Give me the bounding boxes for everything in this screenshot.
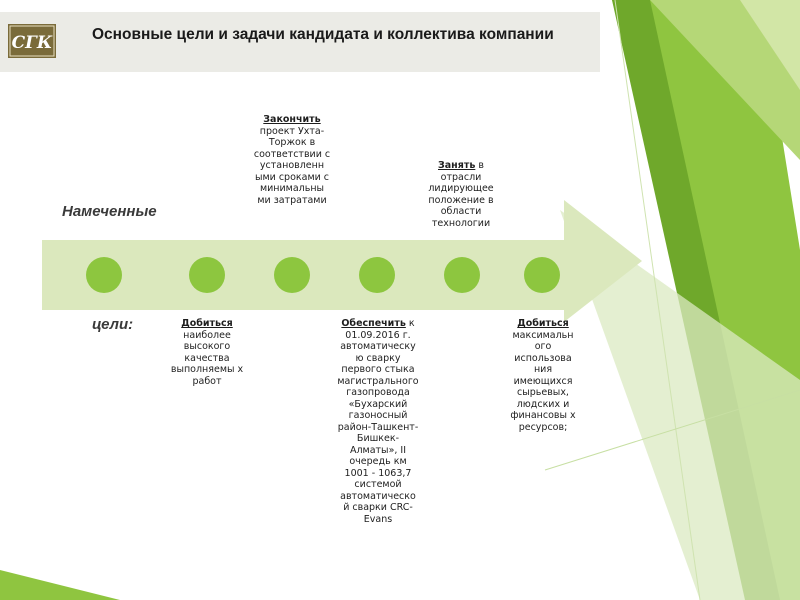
goal-verb: Добиться — [181, 318, 233, 329]
timeline-dot — [524, 257, 560, 293]
goal-text-1: Добиться наиболее высокого качества выпо… — [170, 318, 244, 387]
timeline-dot — [274, 257, 310, 293]
timeline-dot — [359, 257, 395, 293]
svg-text:СГК: СГК — [12, 33, 53, 53]
timeline-label-top: Намеченные — [62, 203, 157, 220]
goal-body: наиболее высокого качества выполняемы х … — [171, 330, 243, 387]
goal-text-4: Занять в отрасли лидирующее положение в … — [425, 160, 497, 229]
page-title: Основные цели и задачи кандидата и колле… — [92, 26, 554, 44]
company-logo: СГК — [8, 24, 56, 58]
goal-body: максимальн ого использова ния имеющихся … — [510, 330, 575, 433]
timeline-dot — [86, 257, 122, 293]
goal-verb: Добиться — [517, 318, 569, 329]
goal-text-3: Обеспечить к 01.09.2016 г. автоматическу… — [337, 318, 419, 525]
timeline-dot — [444, 257, 480, 293]
timeline-label-bottom: цели: — [92, 316, 133, 333]
timeline-dot — [189, 257, 225, 293]
goal-body: к 01.09.2016 г. автоматическу ю сварку п… — [337, 318, 418, 525]
goal-body: проект Ухта-Торжок в соответствии с уста… — [254, 126, 330, 206]
goal-verb: Закончить — [263, 114, 320, 125]
goal-verb: Обеспечить — [341, 318, 405, 329]
goal-verb: Занять — [438, 160, 475, 171]
goal-text-2: Закончить проект Ухта-Торжок в соответст… — [253, 114, 331, 206]
goal-text-5: Добиться максимальн ого использова ния и… — [507, 318, 579, 433]
